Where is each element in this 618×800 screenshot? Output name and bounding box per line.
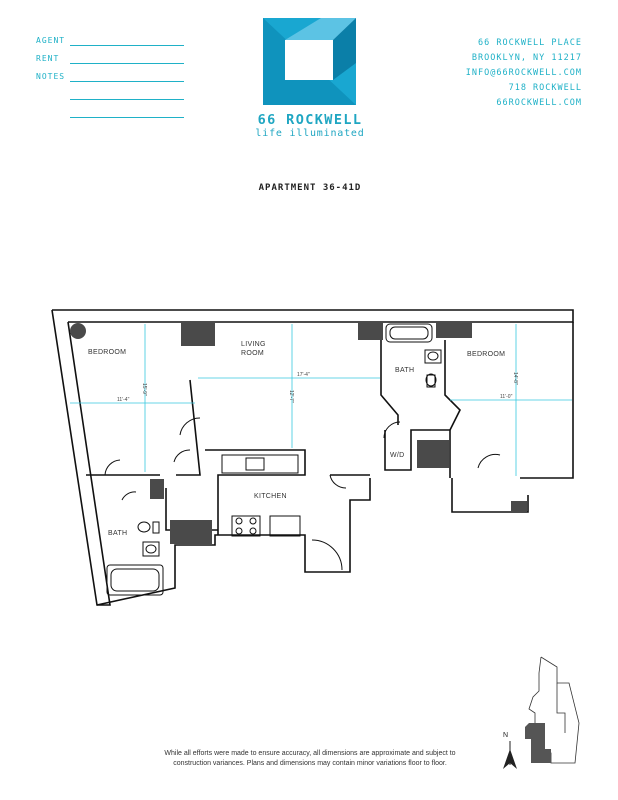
notes-line-3 [70,117,184,118]
exterior-top-wall [52,309,574,323]
contact-phone: 718 ROCKWELL [508,83,582,93]
contact-address: 66 ROCKWELL PLACE [478,38,582,48]
contact-city: BROOKLYN, NY 11217 [471,53,582,63]
rent-label: RENT [36,54,60,63]
dim-living-v: 12'-7" [288,390,294,403]
contact-website: 66ROCKWELL.COM [496,98,582,108]
room-label-living-1: LIVING [241,341,266,348]
dim-bedroom-left-h: 11'-4" [117,397,130,403]
room-label-bath-left: BATH [108,530,127,537]
north-arrow-icon [503,741,517,769]
disclaimer-line-1: While all efforts were made to ensure ac… [164,750,456,757]
disclaimer: While all efforts were made to ensure ac… [120,749,500,769]
dim-bedroom-left-v: 15'-9" [141,383,147,396]
notes-line-2 [70,99,184,100]
room-label-kitchen: KITCHEN [254,493,287,500]
room-label-bath-right: BATH [395,367,414,374]
exterior-bottom-wall [96,478,371,606]
apartment-title: APARTMENT 36-41D [258,183,362,193]
brand-name: 66 ROCKWELL [257,112,363,128]
rent-line [70,63,184,64]
room-label-bedroom-right: BEDROOM [467,351,505,358]
contact-email: INFO@66ROCKWELL.COM [465,68,582,78]
key-plan: N [503,656,580,769]
floor-plan: BEDROOM LIVING ROOM BATH BEDROOM W/D KIT… [51,309,574,606]
dim-bedroom-right-v: 14'-8" [512,372,518,385]
north-label: N [503,732,508,739]
agent-line [70,45,184,46]
dim-bedroom-right-h: 11'-0" [500,394,513,400]
exterior-right-wall [520,322,574,479]
disclaimer-line-2: construction variances. Plans and dimens… [173,760,447,767]
notes-line-1 [70,81,184,82]
room-label-bedroom-left: BEDROOM [88,349,126,356]
notes-label: NOTES [36,72,66,81]
contact-block: 66 ROCKWELL PLACE BROOKLYN, NY 11217 INF… [466,36,582,111]
exterior-left-wall [51,309,111,606]
brand-tagline: life illuminated [255,128,365,139]
room-label-wd: W/D [390,452,405,459]
agent-label: AGENT [36,36,66,45]
brand-logo [263,18,356,105]
dim-living-h: 17'-4" [297,372,310,378]
room-label-living-2: ROOM [241,350,264,357]
balcony-right [451,478,529,513]
